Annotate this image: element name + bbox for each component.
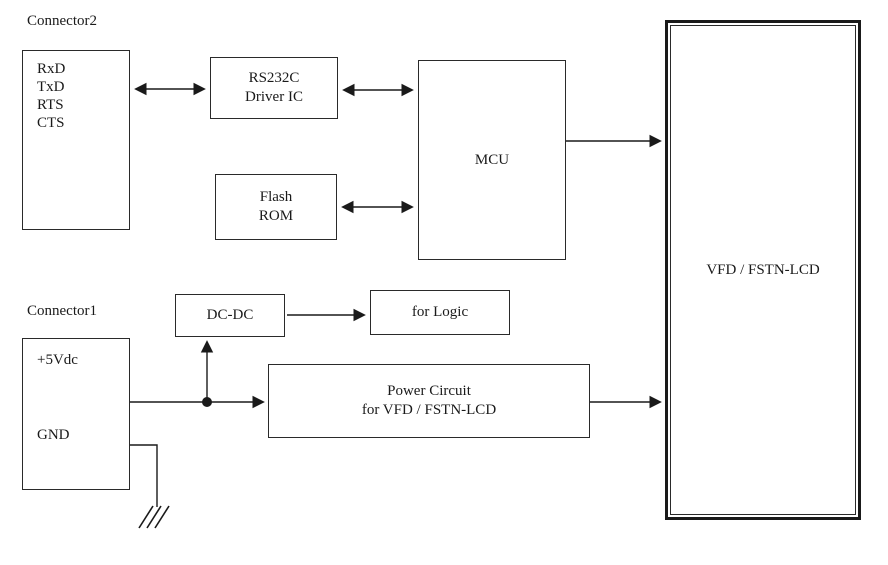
junction-dot <box>202 397 212 407</box>
for-logic-label: for Logic <box>411 304 469 320</box>
for-logic-box: for Logic <box>370 290 510 335</box>
rs232c-line2: Driver IC <box>245 89 303 105</box>
rs232c-driver-box: RS232C Driver IC <box>210 57 338 119</box>
flash-line2: ROM <box>258 208 294 224</box>
connector2-label: Connector2 <box>27 13 97 29</box>
pin-5vdc: +5Vdc <box>37 352 78 368</box>
dcdc-box: DC-DC <box>175 294 285 337</box>
pin-rts: RTS <box>37 97 64 113</box>
power-circuit-box: Power Circuit for VFD / FSTN-LCD <box>268 364 590 438</box>
flash-line1: Flash <box>259 189 293 205</box>
vfd-fstn-lcd-inner: VFD / FSTN-LCD <box>670 25 856 515</box>
flash-rom-box: Flash ROM <box>215 174 337 240</box>
connector2-box: RxD TxD RTS CTS <box>22 50 130 230</box>
vfd-fstn-lcd-box: VFD / FSTN-LCD <box>665 20 861 520</box>
connector1-label: Connector1 <box>27 303 97 319</box>
pin-cts: CTS <box>37 115 65 131</box>
pin-rxd: RxD <box>37 61 66 77</box>
pin-gnd: GND <box>37 427 70 443</box>
dcdc-label: DC-DC <box>206 307 254 323</box>
ground-symbol-icon <box>138 505 170 529</box>
wire-gnd <box>130 444 158 507</box>
mcu-box: MCU <box>418 60 566 260</box>
power-line2: for VFD / FSTN-LCD <box>361 402 497 418</box>
rs232c-line1: RS232C <box>248 70 300 86</box>
mcu-label: MCU <box>474 151 510 168</box>
pin-txd: TxD <box>37 79 65 95</box>
vfd-label: VFD / FSTN-LCD <box>706 261 820 278</box>
connector1-box: +5Vdc GND <box>22 338 130 490</box>
power-line1: Power Circuit <box>387 383 471 399</box>
connector2-pin-list: RxD TxD RTS CTS <box>23 51 129 132</box>
